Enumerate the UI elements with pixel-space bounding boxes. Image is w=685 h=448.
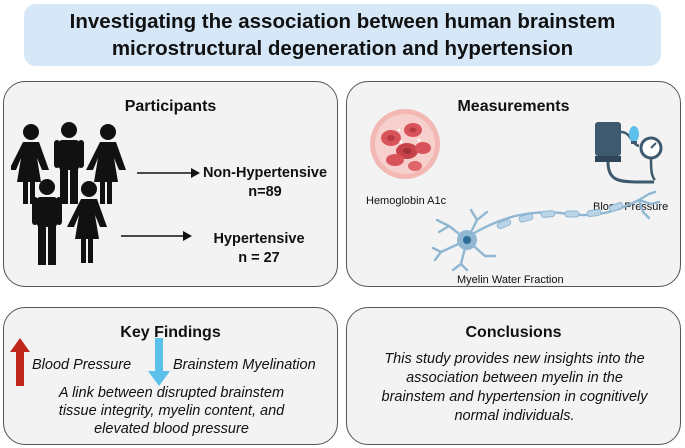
participants-heading: Participants bbox=[124, 98, 217, 115]
title-line-2: microstructural degeneration and hyperte… bbox=[111, 37, 574, 60]
myelin-water-fraction-label: Myelin Water Fraction bbox=[457, 274, 564, 286]
hypertensive-group: Hypertensive n = 27 bbox=[199, 230, 319, 268]
measurements-panel: Measurements Hemoglobin A1c Blood Pressu… bbox=[346, 81, 681, 287]
key-findings-panel: Key Findings Blood Pressure Brainstem My… bbox=[3, 307, 338, 445]
summary-line: tissue integrity, myelin content, and bbox=[58, 403, 285, 419]
findings-summary: A link between disrupted brainstem tissu… bbox=[19, 384, 324, 438]
blood-pressure-finding: Blood Pressure bbox=[32, 357, 132, 373]
blood-pressure-monitor-icon bbox=[595, 122, 663, 184]
arrow-right-icon bbox=[137, 168, 200, 178]
conclusion-line: association between myelin in the bbox=[406, 370, 623, 386]
conclusion-line: brainstem and hypertension in cognitivel… bbox=[381, 389, 648, 405]
arrow-right-icon bbox=[121, 231, 192, 241]
group-name: Non-Hypertensive bbox=[202, 165, 328, 181]
hemoglobin-label: Hemoglobin A1c bbox=[366, 195, 447, 207]
group-name: Hypertensive bbox=[213, 231, 305, 247]
arrow-down-icon bbox=[148, 338, 170, 386]
conclusions-heading: Conclusions bbox=[465, 324, 562, 341]
conclusions-panel: Conclusions This study provides new insi… bbox=[346, 307, 681, 445]
summary-line: A link between disrupted brainstem bbox=[58, 385, 285, 401]
group-count: n=89 bbox=[248, 184, 282, 200]
summary-line: elevated blood pressure bbox=[94, 421, 249, 437]
people-icon bbox=[11, 122, 126, 265]
group-count: n = 27 bbox=[238, 250, 280, 266]
participants-panel: Participants bbox=[3, 81, 338, 287]
red-blood-cells-icon bbox=[370, 109, 440, 179]
neuron-icon bbox=[431, 190, 661, 272]
conclusion-line: normal individuals. bbox=[454, 408, 575, 424]
conclusions-text: This study provides new insights into th… bbox=[352, 350, 677, 426]
title-line-1: Investigating the association between hu… bbox=[69, 10, 616, 33]
title-banner: Investigating the association between hu… bbox=[24, 4, 661, 66]
arrow-up-icon bbox=[10, 338, 30, 386]
brainstem-myelination-finding: Brainstem Myelination bbox=[173, 357, 316, 373]
non-hypertensive-group: Non-Hypertensive n=89 bbox=[191, 164, 339, 202]
key-findings-heading: Key Findings bbox=[120, 324, 221, 341]
conclusion-line: This study provides new insights into th… bbox=[384, 351, 645, 367]
measurements-heading: Measurements bbox=[457, 98, 570, 115]
